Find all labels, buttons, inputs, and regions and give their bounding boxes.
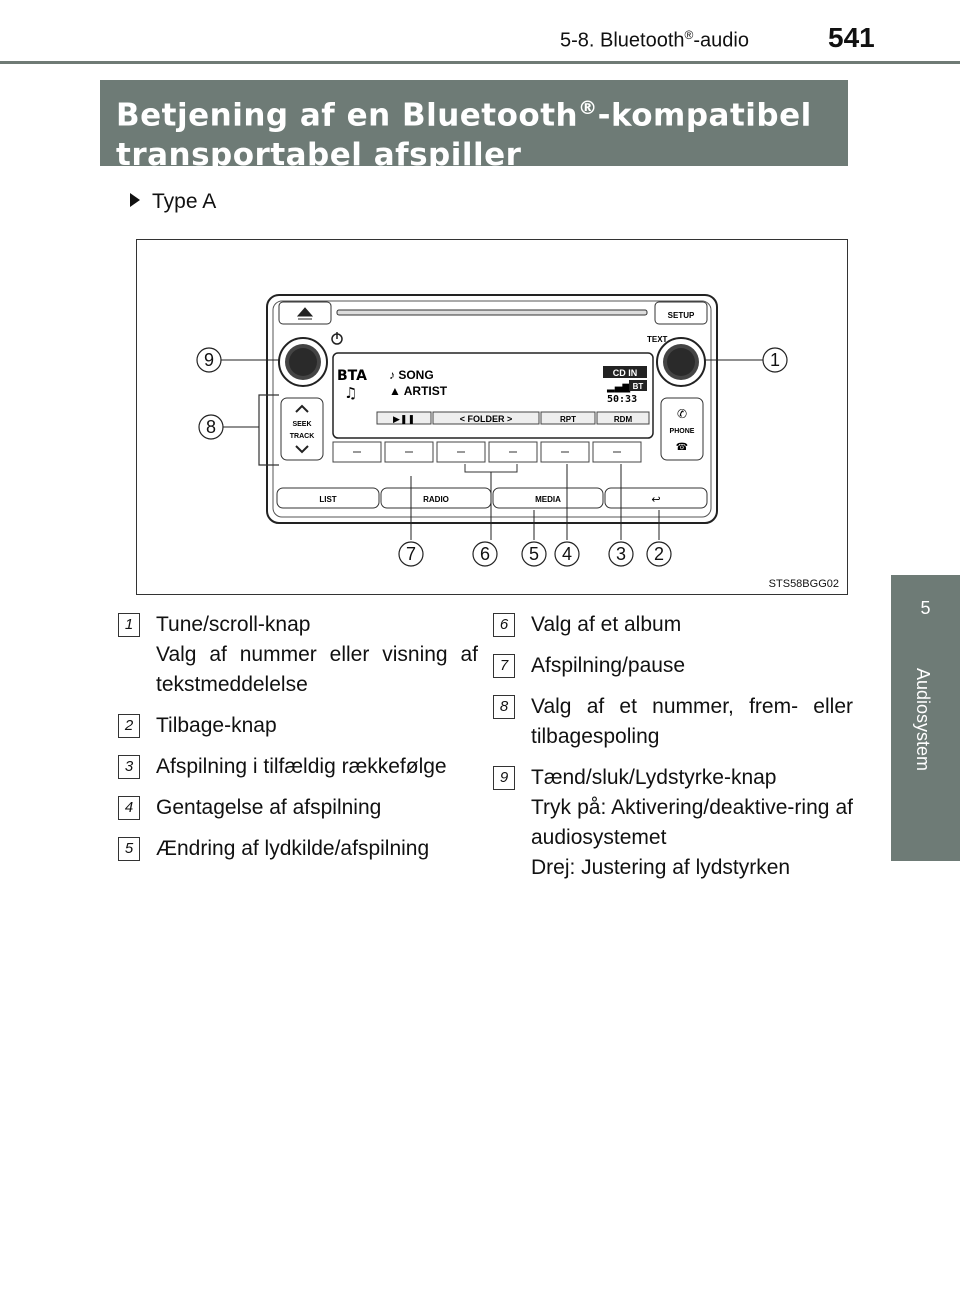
softkey-rdm [596,411,650,425]
legend-item: 4 Gentagelse af afspilning [118,793,478,823]
callout-3 [608,541,634,567]
page-number: 541 [828,22,875,53]
eject-icon [296,307,314,320]
cd-in-badge [603,366,647,378]
callout-1 [762,347,788,373]
svg-text:1: 1 [770,350,780,370]
header-divider [0,61,960,64]
back-button [604,487,708,509]
section-title-box: Betjening af en Bluetooth®-kompatibel tr… [100,80,848,173]
list-button [276,487,380,509]
item-number: 1 [118,613,140,637]
figure-code: STS58BGG02 [768,578,839,590]
setup-label: SETUP [668,311,695,320]
legend-item: 8 Valg af et nummer, frem- eller tilbage… [493,692,853,752]
svg-text:8: 8 [206,417,216,437]
svg-text:7: 7 [406,544,416,564]
artist-label: ▲ ARTIST [389,384,448,398]
callout-5 [521,541,547,567]
item-number: 7 [493,654,515,678]
svg-text:RADIO: RADIO [423,495,449,504]
svg-text:BT: BT [633,382,644,391]
audio-panel-figure: SETUP TEXT BTA ♫ ♪ SONG ▲ ARTIST CD IN ▂… [136,239,848,595]
seek-track-button [280,397,324,461]
callout-4 [554,541,580,567]
svg-text:9: 9 [204,350,214,370]
item-number: 3 [118,755,140,779]
item-number: 5 [118,837,140,861]
setup-button [654,301,708,325]
folder-label: < FOLDER > [460,414,513,424]
chapter-number: 5 [920,598,931,618]
chapter-tab [891,575,960,861]
legend-item: 5 Ændring af lydkilde/afspilning [118,834,478,864]
section-header: 5-8. Bluetooth®-audio [560,28,749,52]
phone-button [660,397,704,461]
svg-text:TRACK: TRACK [290,433,315,440]
svg-text:SEEK: SEEK [292,421,311,428]
svg-text:MEDIA: MEDIA [535,495,561,504]
display-screen [332,352,654,439]
legend-item: 7 Afspilning/pause [493,651,853,681]
callout-2 [646,541,672,567]
callout-9 [196,347,222,373]
legend-item: 9 Tænd/sluk/Lydstyrke-knap Tryk på: Akti… [493,763,853,883]
chapter-label: Audiosystem [913,668,933,772]
cd-slot [336,309,648,316]
svg-text:3: 3 [616,544,626,564]
item-number: 9 [493,766,515,790]
legend-item: 2 Tilbage-knap [118,711,478,741]
type-heading: Type A [130,190,216,214]
softkey-play [376,411,432,425]
legend-item: 6 Valg af et album [493,610,853,640]
svg-text:5: 5 [529,544,539,564]
softkey-folder [432,411,540,425]
item-number: 8 [493,695,515,719]
legend-item: 1 Tune/scroll-knap Valg af nummer eller … [118,610,478,700]
legend-right-column: 6 Valg af et album 7 Afspilning/pause 8 … [493,610,853,894]
phone-icon: ✆ [677,407,687,421]
svg-text:4: 4 [562,544,572,564]
music-note-icon: ♫ [344,384,357,402]
legend-item: 3 Afspilning i tilfældig rækkefølge [118,752,478,782]
triangle-bullet-icon [130,193,140,207]
callout-7 [398,541,424,567]
bt-badge [629,380,647,391]
svg-text:CD IN: CD IN [613,368,638,378]
song-label: ♪ SONG [389,368,434,382]
svg-text:PHONE: PHONE [670,428,695,435]
softkey-rpt [540,411,596,425]
audio-panel-illustration: SETUP TEXT BTA ♫ ♪ SONG ▲ ARTIST CD IN ▂… [196,294,788,567]
text-label: TEXT [647,335,668,344]
back-arrow-icon: ↩ [651,493,660,506]
callout-6 [472,541,498,567]
bta-label: BTA [337,368,367,384]
media-button [492,487,604,509]
legend-left-column: 1 Tune/scroll-knap Valg af nummer eller … [118,610,478,875]
signal-icon: ▂▄▆ [606,382,630,393]
section-title: Betjening af en Bluetooth®-kompatibel tr… [116,97,812,174]
time-readout: 50:33 [607,394,637,405]
svg-text:RPT: RPT [560,415,576,424]
item-number: 6 [493,613,515,637]
hangup-icon: ☎ [676,442,688,453]
callout-8 [198,414,224,440]
svg-text:2: 2 [654,544,664,564]
play-pause-icon: ▶❚❚ [393,415,415,425]
svg-text:RDM: RDM [614,415,633,424]
item-number: 4 [118,796,140,820]
svg-text:LIST: LIST [319,495,336,504]
svg-text:6: 6 [480,544,490,564]
item-number: 2 [118,714,140,738]
